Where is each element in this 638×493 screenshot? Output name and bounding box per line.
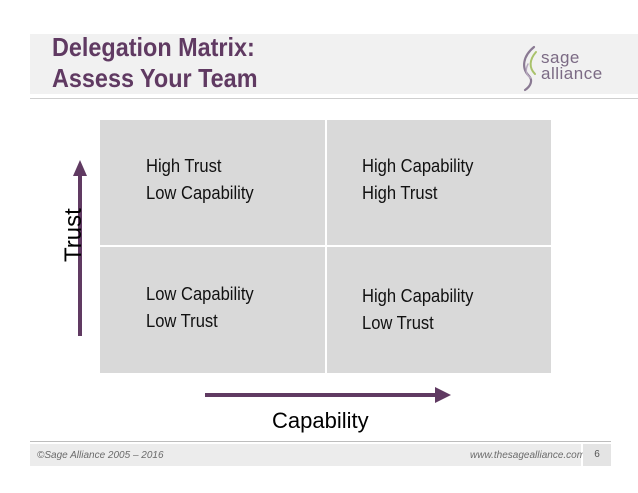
- capability-axis-arrow: [205, 387, 451, 403]
- website-link[interactable]: www.thesagealliance.com: [470, 450, 586, 461]
- title-band: [30, 34, 638, 94]
- sage-alliance-logo: sage alliance: [517, 44, 617, 92]
- leaf-swirl-icon: [523, 45, 537, 92]
- capability-axis-label: Capability: [272, 408, 369, 433]
- logo-word-alliance: alliance: [541, 64, 603, 83]
- quadrant-line: Low Capability: [146, 284, 254, 304]
- trust-axis-arrow: [73, 160, 87, 336]
- quadrant-bottom-left: Low Capability Low Trust: [146, 281, 254, 335]
- page-number: 6: [583, 444, 611, 466]
- logo-word-sage: sage: [541, 48, 580, 67]
- quadrant-line: Low Trust: [146, 311, 218, 331]
- quadrant-top-right: High Capability High Trust: [362, 153, 473, 207]
- slide-title: Delegation Matrix: Assess Your Team: [52, 32, 258, 94]
- quadrant-line: High Capability: [362, 156, 474, 176]
- quadrant-line: High Trust: [146, 156, 222, 176]
- footer-divider: [30, 441, 611, 442]
- title-line-2: Assess Your Team: [52, 63, 258, 93]
- quadrant-bottom-right: High Capability Low Trust: [362, 283, 473, 337]
- copyright-text: ©Sage Alliance 2005 – 2016: [37, 450, 164, 461]
- trust-axis-label: Trust: [60, 208, 87, 262]
- footer-band: [30, 444, 581, 466]
- title-line-1: Delegation Matrix:: [52, 32, 255, 62]
- logo-wordmark: sage alliance: [541, 48, 603, 83]
- quadrant-line: High Capability: [362, 286, 474, 306]
- quadrant-line: Low Capability: [146, 183, 254, 203]
- quadrant-line: High Trust: [362, 183, 438, 203]
- quadrant-top-left: High Trust Low Capability: [146, 153, 254, 207]
- matrix-horizontal-divider: [100, 245, 551, 247]
- delegation-matrix: High Trust Low Capability High Capabilit…: [100, 120, 551, 373]
- quadrant-line: Low Trust: [362, 313, 434, 333]
- title-divider: [30, 98, 638, 99]
